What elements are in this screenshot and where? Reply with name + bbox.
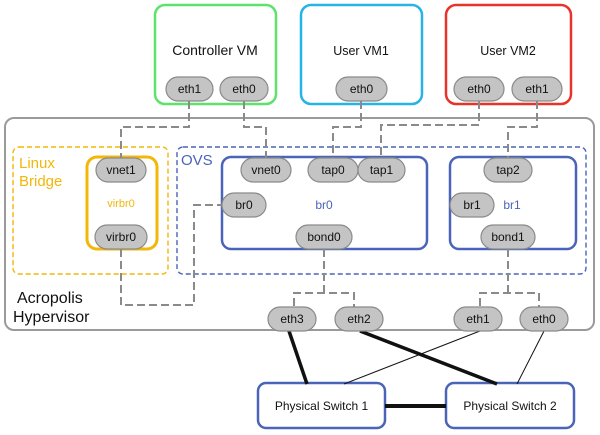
controller-vm-box	[153, 3, 278, 106]
br1-bridge-label: br1	[503, 198, 521, 212]
port-controller-eth0[interactable]: eth0	[219, 76, 269, 102]
link-bond1-eth1-eth0	[479, 292, 540, 318]
port-br1[interactable]: br1	[449, 192, 495, 218]
svg-text:eth1: eth1	[178, 82, 202, 96]
linux-bridge-title-line1: Linux	[19, 155, 55, 172]
svg-text:virbr0: virbr0	[106, 230, 136, 244]
br0-bridge-label: br0	[315, 198, 333, 212]
svg-text:br1: br1	[463, 198, 481, 212]
hypervisor-box	[4, 117, 595, 331]
svg-text:eth0: eth0	[467, 82, 491, 96]
virbr0-bridge-label: virbr0	[107, 198, 135, 210]
user-vm1-title: User VM1	[333, 44, 389, 58]
controller-vm-title: Controller VM	[172, 42, 258, 58]
cable-eth3-switch1	[287, 330, 309, 385]
port-bond1[interactable]: bond1	[480, 224, 536, 250]
nic-eth0[interactable]: eth0	[519, 306, 569, 332]
svg-text:bond0: bond0	[307, 230, 341, 244]
link-uvm1-eth0-tap0	[332, 101, 362, 158]
svg-text:eth0: eth0	[532, 312, 556, 326]
nic-eth2[interactable]: eth2	[334, 306, 384, 332]
user-vm2-box	[444, 3, 573, 106]
port-user-vm2-eth0[interactable]: eth0	[453, 76, 505, 102]
port-bond0[interactable]: bond0	[295, 224, 353, 250]
svg-text:eth3: eth3	[280, 312, 304, 326]
svg-text:vnet1: vnet1	[106, 163, 136, 177]
link-ctrl-eth0-vnet0	[243, 101, 267, 158]
port-controller-eth1[interactable]: eth1	[165, 76, 214, 102]
port-tap0[interactable]: tap0	[307, 157, 359, 183]
cable-eth2-switch2	[359, 329, 498, 386]
svg-text:vnet0: vnet0	[251, 163, 281, 177]
port-virbr0[interactable]: virbr0	[94, 224, 148, 250]
cable-eth1-switch1	[343, 330, 481, 385]
port-tap2[interactable]: tap2	[483, 157, 533, 183]
nic-eth1[interactable]: eth1	[453, 306, 503, 332]
svg-text:eth1: eth1	[466, 312, 490, 326]
physical-switch-1-label: Physical Switch 1	[275, 399, 369, 413]
svg-text:bond1: bond1	[491, 230, 525, 244]
ovs-title: OVS	[181, 152, 213, 169]
link-bond0-eth3-eth2	[293, 292, 355, 318]
svg-text:eth0: eth0	[350, 82, 374, 96]
port-user-vm1-eth0[interactable]: eth0	[335, 76, 388, 102]
ovs-region	[176, 146, 587, 275]
user-vm2-title: User VM2	[480, 44, 536, 58]
hypervisor-title-line2: Hypervisor	[13, 309, 90, 326]
hypervisor-title-line1: Acropolis	[17, 290, 83, 307]
virtual-links	[120, 101, 540, 318]
link-ctrl-eth1-vnet1	[120, 101, 190, 158]
svg-text:tap0: tap0	[321, 163, 345, 177]
ports: eth1 eth0 eth0 eth0 eth1 vnet1 virbr0	[94, 76, 569, 332]
physical-switch-2-label: Physical Switch 2	[463, 399, 557, 413]
linux-bridge-title-line2: Bridge	[19, 173, 62, 190]
link-uvm2-eth0-tap1	[380, 101, 480, 158]
svg-text:eth2: eth2	[347, 312, 371, 326]
port-vnet0[interactable]: vnet0	[240, 157, 292, 183]
link-virbr0-br0	[120, 204, 222, 306]
svg-text:tap1: tap1	[370, 163, 394, 177]
svg-text:tap2: tap2	[496, 163, 520, 177]
svg-text:eth0: eth0	[232, 82, 256, 96]
svg-text:br0: br0	[235, 198, 253, 212]
svg-text:eth1: eth1	[525, 82, 549, 96]
port-user-vm2-eth1[interactable]: eth1	[511, 76, 563, 102]
port-vnet1[interactable]: vnet1	[95, 157, 147, 183]
nic-eth3[interactable]: eth3	[267, 306, 317, 332]
physical-cables	[287, 329, 545, 408]
link-uvm2-eth1-tap2	[507, 101, 538, 158]
linux-bridge-region	[12, 146, 169, 275]
port-tap1[interactable]: tap1	[357, 157, 406, 183]
port-br0[interactable]: br0	[221, 192, 267, 218]
cable-eth0-switch2	[516, 330, 545, 385]
